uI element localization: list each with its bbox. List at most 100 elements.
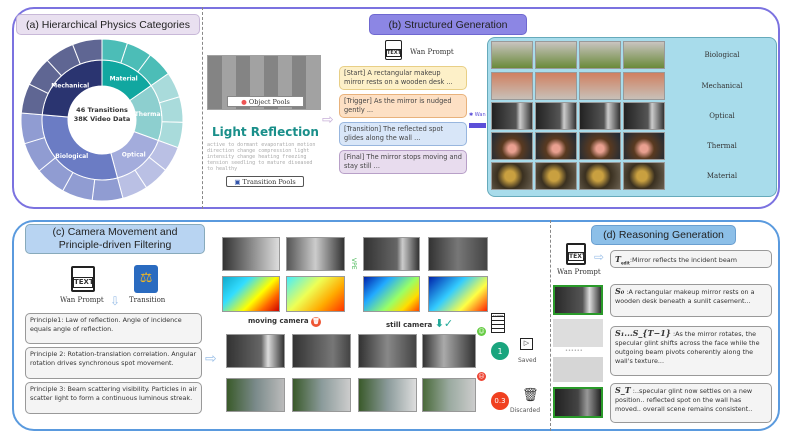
row-label: Biological — [704, 51, 740, 59]
generated-frame — [535, 162, 577, 190]
sunburst-subsegment — [91, 177, 124, 202]
generated-frame — [623, 41, 665, 69]
dots: •••••• — [565, 348, 583, 354]
filtering-frame — [292, 378, 351, 412]
palette-icon: ● — [241, 98, 247, 106]
trash-red-icon: 🗑 — [311, 317, 322, 327]
divider — [550, 220, 551, 431]
s1-text: :As the mirror rotates, the specular gli… — [615, 330, 760, 365]
frame-intermediate — [553, 319, 603, 347]
transition-label: Transition — [129, 296, 166, 304]
t-edit-symbol: T — [615, 254, 621, 264]
wan-text: Wan — [474, 112, 486, 118]
transition-pools-label: ▣ Transition Pools — [226, 176, 304, 187]
vpe-label: VPE — [350, 258, 357, 270]
still-camera-text: still camera — [386, 321, 433, 329]
generated-frame — [491, 132, 533, 160]
generated-frame — [623, 132, 665, 160]
check-icon: ⬇✓ — [434, 317, 454, 330]
word-cloud-word: freezing — [282, 154, 307, 160]
t-edit-text: :Mirror reflects the incident beam — [629, 256, 737, 264]
word-cloud-title: Light Reflection — [212, 125, 319, 139]
wan-model-label: ✱ Wan — [469, 112, 486, 118]
panel-b-title: (b) Structured Generation — [369, 14, 527, 35]
generated-frame — [579, 162, 621, 190]
prompt-start: [Start] A rectangular makeup mirror rest… — [339, 66, 467, 90]
sunburst-subsegment — [71, 38, 103, 65]
filtering-frame — [363, 237, 420, 271]
filtering-frame — [286, 237, 345, 271]
frame-s0 — [553, 285, 603, 315]
panel-c-title: (c) Camera Movement and Principle-driven… — [25, 224, 205, 254]
discarded-label: Discarded — [510, 407, 541, 414]
bottom-panel — [12, 220, 780, 431]
sunburst-label: Material — [110, 75, 138, 82]
transition-book-icon: ⚖ — [134, 265, 158, 293]
generated-frame — [579, 132, 621, 160]
generated-frame — [535, 41, 577, 69]
sunburst-label: Biological — [55, 153, 88, 160]
video-saved-icon: ▷ — [520, 338, 533, 350]
word-cloud-word: compression — [258, 148, 292, 154]
center-text: 46 Transitions 38K Video Data — [70, 106, 134, 124]
still-camera-label: still camera ⬇✓ — [386, 317, 453, 330]
panel-d-title: (d) Reasoning Generation — [591, 225, 736, 245]
filtering-frame — [292, 334, 351, 368]
st-box: S_T :..specular glint now settles on a n… — [610, 383, 772, 423]
st-symbol: S_T — [615, 385, 631, 395]
wan-arrow-icon — [469, 123, 486, 128]
principle-2: Principle 2: Rotation-translation correl… — [25, 347, 202, 379]
prompt-final: [Final] The mirror stops moving and stay… — [339, 150, 467, 174]
filtering-frame — [286, 276, 345, 312]
center-line1: 46 Transitions — [76, 106, 128, 114]
generated-frame — [623, 102, 665, 130]
filtering-frame — [358, 378, 417, 412]
s0-box: S₀ :A rectangular makeup mirror rests on… — [610, 284, 772, 317]
sunburst-subsegment — [20, 112, 46, 145]
word-cloud-word: motion direction change — [207, 142, 316, 154]
word-cloud-word: diseased to healthy — [207, 160, 313, 172]
right-arrow-icon: ⇨ — [594, 250, 605, 264]
moving-camera-label: moving camera 🗑 — [248, 317, 322, 327]
filtering-frame — [428, 237, 488, 271]
arrow-icon: ⇨ — [322, 112, 334, 128]
center-line2: 38K Video Data — [73, 115, 131, 123]
moving-camera-text: moving camera — [248, 317, 309, 325]
object-pools-label: ● Object Pools — [227, 96, 304, 107]
st-text: :..specular glint now settles on a new p… — [615, 387, 753, 413]
t-edit-box: Tedit:Mirror reflects the incident beam — [610, 250, 772, 268]
panel-a-title: (a) Hierarchical Physics Categories — [16, 14, 200, 35]
sunburst-label: Optical — [122, 152, 146, 159]
filtering-frame — [222, 237, 280, 271]
saved-label: Saved — [518, 357, 537, 364]
generated-frame — [579, 72, 621, 100]
row-label: Material — [706, 172, 738, 180]
prompt-trigger: [Trigger] As the mirror is nudged gently… — [339, 94, 467, 118]
text-file-icon: TEXT — [71, 266, 95, 292]
filtering-frame — [358, 334, 417, 368]
text-file-icon: TEXT — [566, 243, 586, 265]
word-cloud-word: active to dormant — [207, 142, 259, 148]
wan-prompt-label: Wan Prompt — [410, 48, 454, 56]
s0-text: :A rectangular makeup mirror rests on a … — [615, 288, 755, 305]
down-arrow-icon: ⇩ — [110, 294, 121, 308]
filtering-frame — [422, 378, 476, 412]
trash-icon: 🗑 — [522, 388, 539, 403]
wan-logo-icon: ✱ — [469, 112, 474, 118]
frown-icon: ☹ — [477, 372, 486, 381]
row-label: Optical — [709, 112, 735, 120]
score-clipboard-icon: SCORE — [491, 313, 505, 333]
word-cloud-word: tension — [207, 160, 229, 166]
word-cloud-word: evaporation — [261, 142, 295, 148]
sunburst-label: Mechanical — [51, 82, 89, 89]
filtering-frame — [363, 276, 420, 312]
generated-frame — [579, 41, 621, 69]
generated-frame — [535, 132, 577, 160]
wan-prompt-label: Wan Prompt — [60, 296, 104, 304]
row-label: Thermal — [707, 142, 737, 150]
filtering-frame — [222, 276, 280, 312]
text-file-icon: TEXT — [385, 40, 402, 60]
row-label: Mechanical — [701, 82, 743, 90]
s1-box: S₁...S_{T−1} :As the mirror rotates, the… — [610, 326, 772, 376]
generated-frame — [491, 41, 533, 69]
